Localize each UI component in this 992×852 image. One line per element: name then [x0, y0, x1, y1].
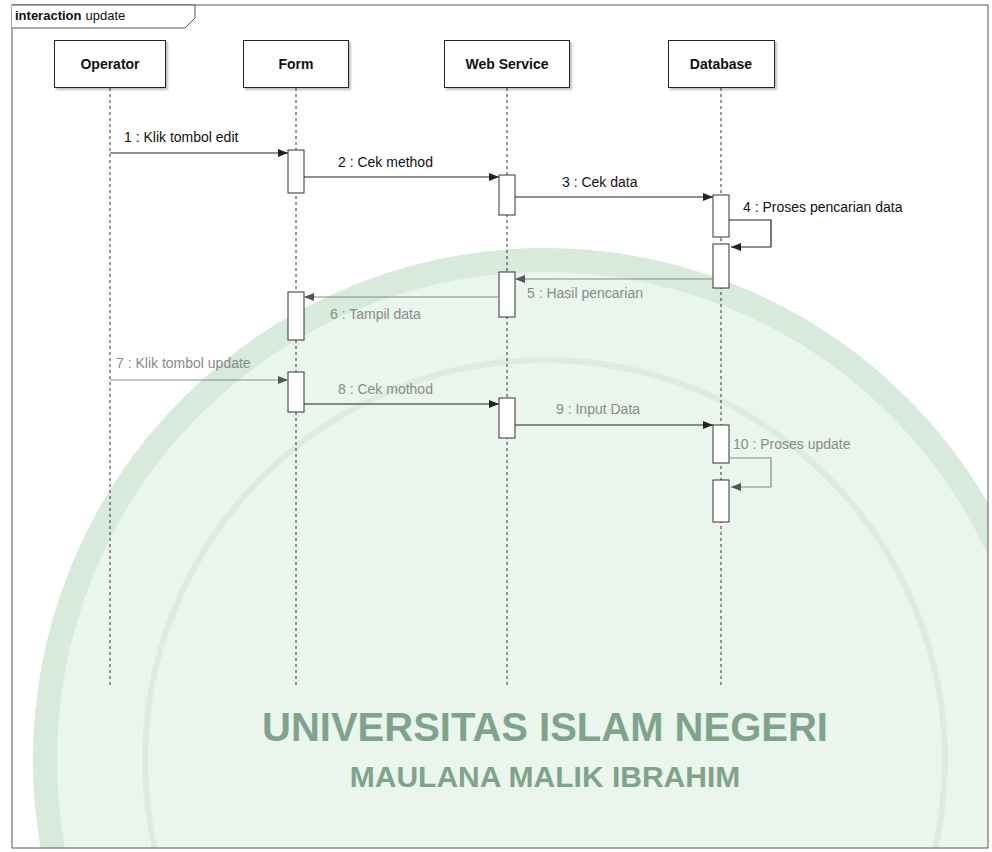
lifelines: [110, 88, 721, 688]
activation-bars: [288, 150, 729, 522]
activation-bar: [499, 398, 515, 438]
lifeline: [110, 88, 111, 688]
activation-bar: [713, 195, 729, 237]
activation-bar: [499, 272, 515, 317]
message-arrow: [515, 196, 713, 197]
lifeline-name: Operator: [80, 56, 139, 72]
lifeline-name: Web Service: [465, 56, 548, 72]
activation-bar: [288, 292, 304, 340]
lifeline-name: Database: [690, 56, 752, 72]
message-arrow: [110, 379, 288, 380]
frame-label: interaction: [15, 7, 81, 24]
lifeline: [721, 88, 722, 688]
lifeline-head: Database: [668, 40, 775, 88]
watermark-ring: [145, 360, 945, 848]
message-arrow: [729, 458, 771, 487]
activation-bar: [713, 480, 729, 522]
message-arrow: [515, 424, 713, 425]
message-arrow: [110, 152, 288, 153]
message-label: 6 : Tampil data: [330, 306, 421, 322]
message-arrow: [515, 278, 713, 279]
message-label: 8 : Cek mothod: [338, 381, 433, 397]
message-label: 3 : Cek data: [562, 174, 638, 190]
lifeline-head: Web Service: [444, 40, 570, 88]
watermark-text: MAULANA MALIK IBRAHIM: [350, 760, 741, 794]
lifeline-head: Operator: [54, 40, 166, 88]
frame-tab: [12, 5, 195, 28]
message-label: 9 : Input Data: [556, 401, 640, 417]
activation-bar: [288, 150, 304, 193]
activation-bar: [713, 425, 729, 463]
activation-bar: [713, 244, 729, 288]
message-label: 7 : Klik tombol update: [116, 355, 251, 371]
lifeline-name: Form: [279, 56, 314, 72]
message-arrow: [304, 176, 499, 177]
frame-label: update: [85, 7, 125, 24]
message-label: 5 : Hasil pencarian: [527, 285, 643, 301]
activation-bar: [288, 372, 304, 412]
message-arrow: [304, 403, 499, 404]
watermark-text: UNIVERSITAS ISLAM NEGERI: [262, 705, 828, 749]
watermark-emblem: [45, 260, 988, 848]
message-arrow: [304, 296, 499, 297]
message-label: 1 : Klik tombol edit: [124, 129, 238, 145]
message-arrow: [729, 220, 771, 247]
interaction-frame: [12, 5, 988, 848]
message-label: 2 : Cek method: [338, 154, 433, 170]
message-label: 4 : Proses pencarian data: [743, 199, 903, 215]
message-label: 10 : Proses update: [733, 436, 851, 452]
lifeline-head: Form: [243, 40, 349, 88]
activation-bar: [499, 175, 515, 215]
